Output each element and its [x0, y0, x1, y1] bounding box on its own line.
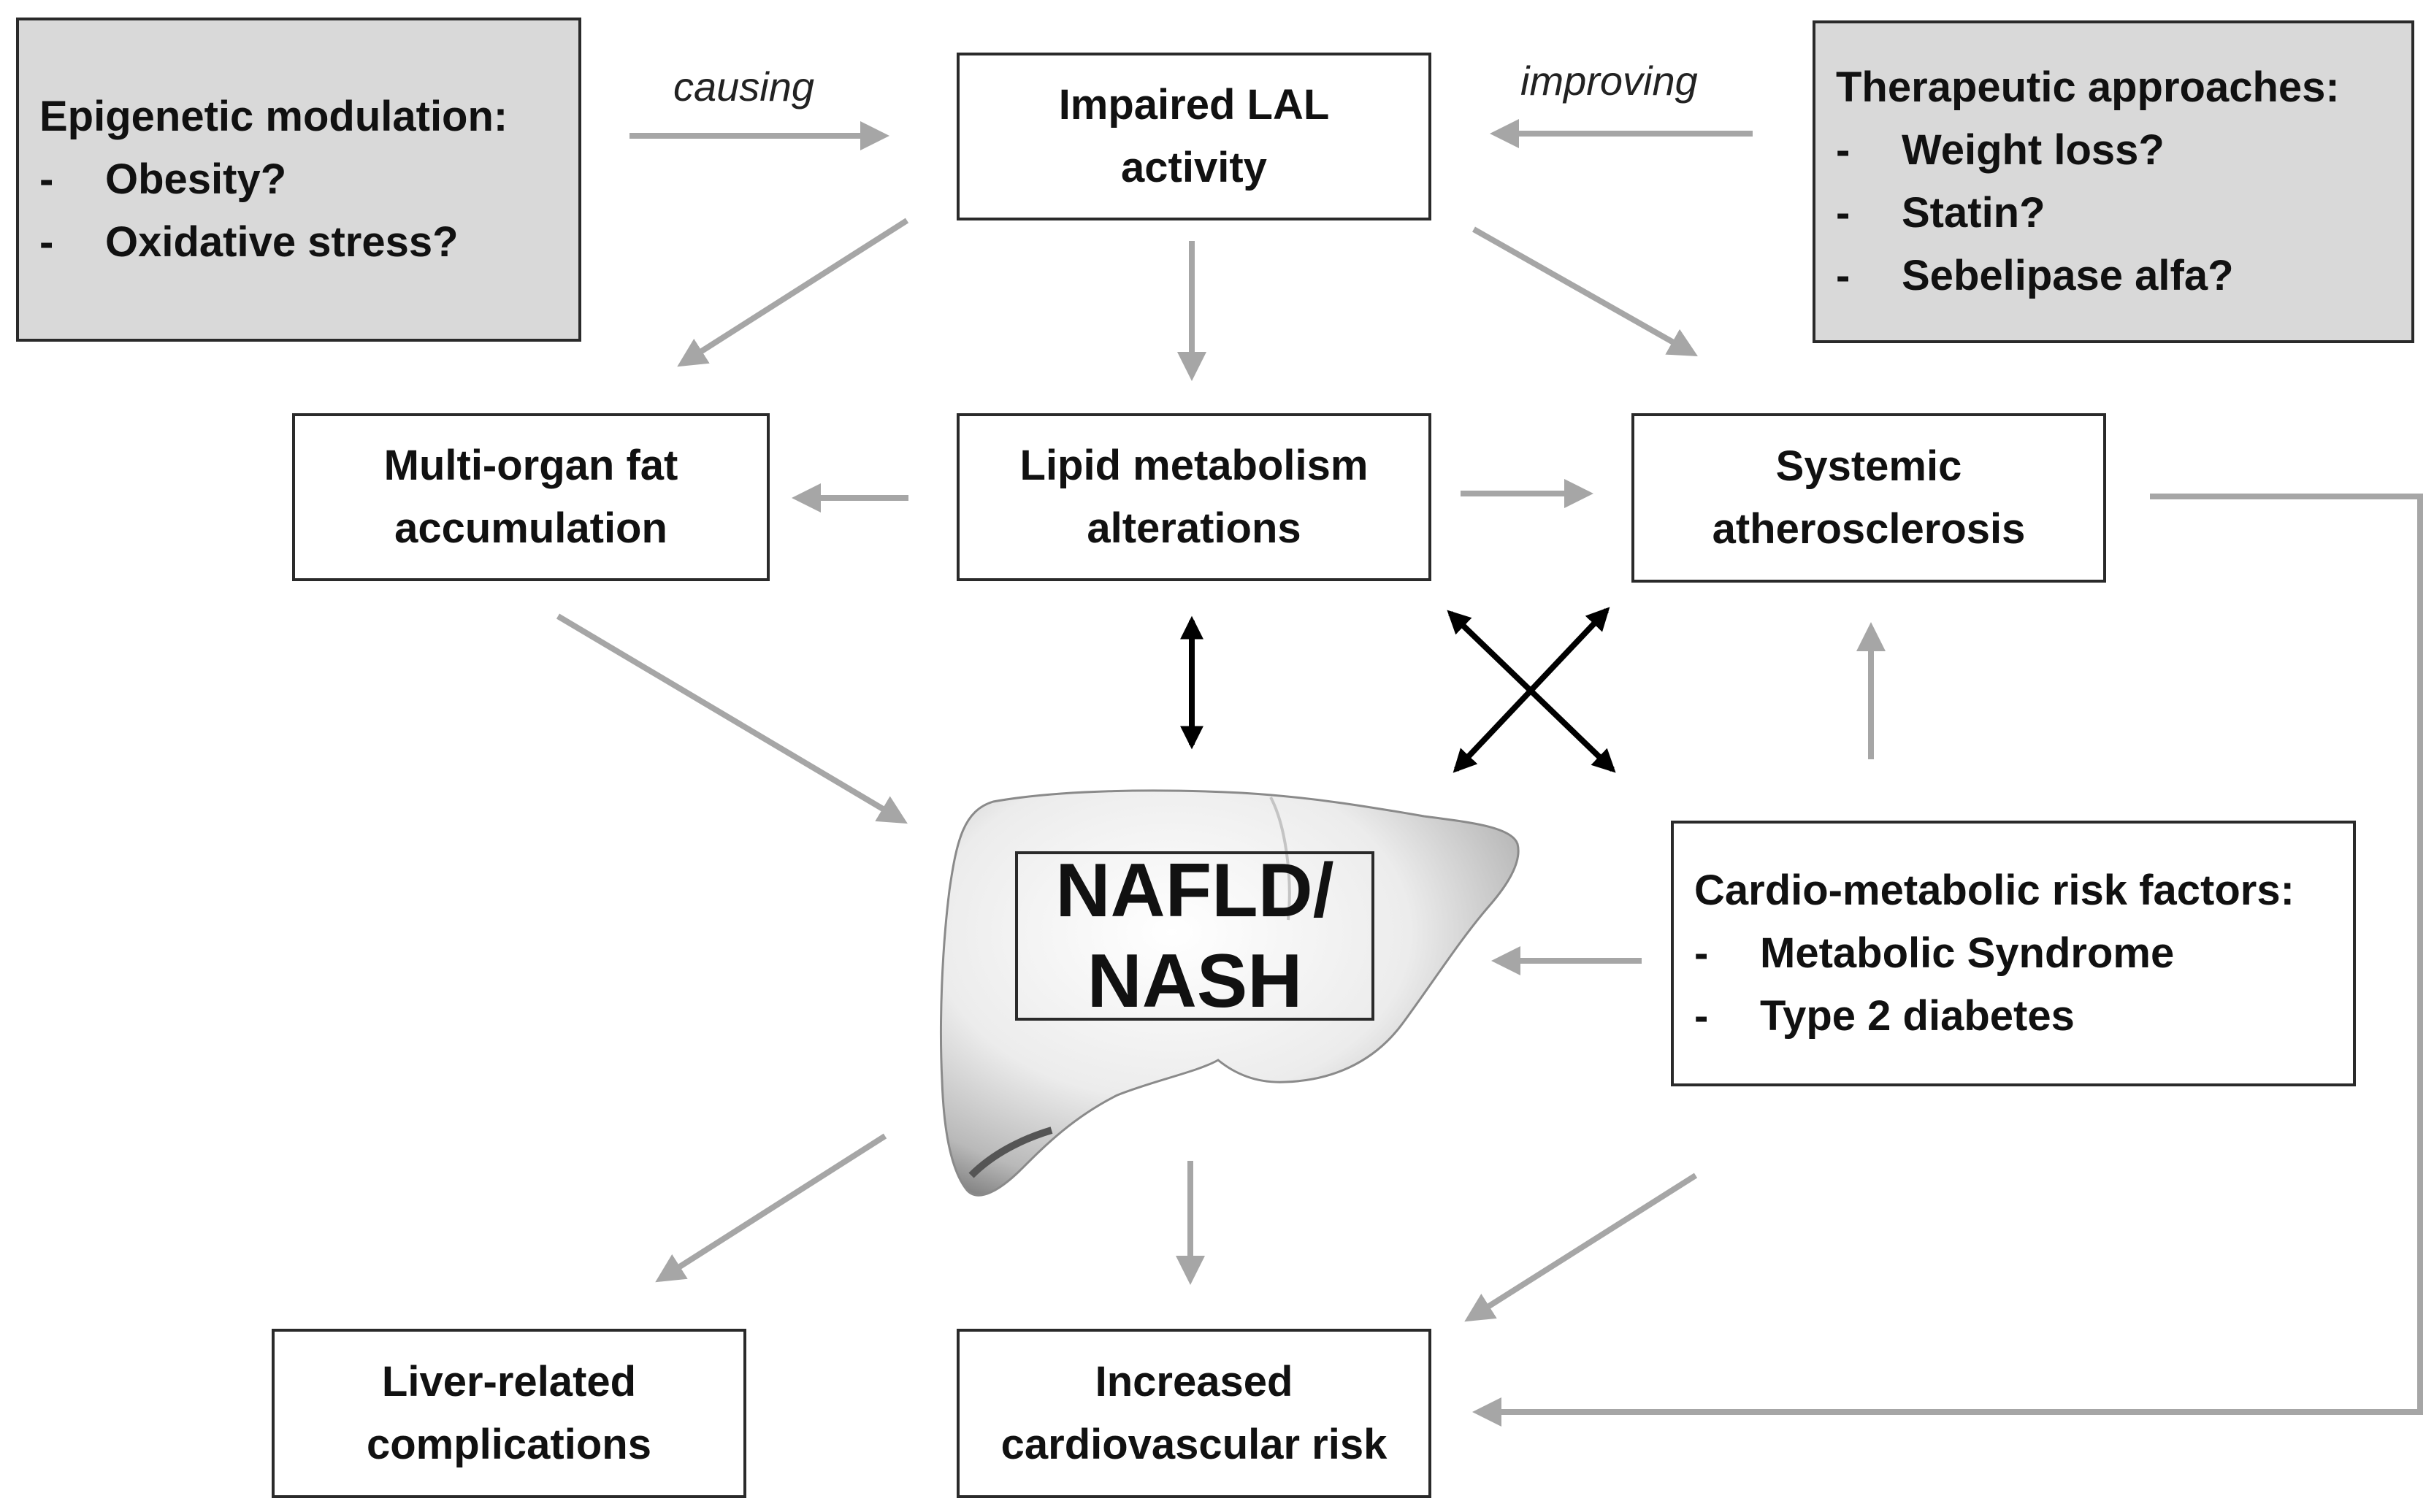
- nafld-nash-box: NAFLD/ NASH: [1015, 848, 1374, 1024]
- causing-label: causing: [673, 64, 815, 110]
- arrow-cardio-to-cardiovascular: [1464, 1173, 1698, 1322]
- impaired-lal-box: Impaired LAL activity: [957, 53, 1431, 220]
- multi-organ-fat-box: Multi-organ fat accumulation: [292, 413, 770, 581]
- improving-label: improving: [1520, 58, 1698, 104]
- arrow-systemic-to-cardiovascular: [1472, 494, 2423, 1427]
- arrow-nafld-to-liver: [655, 1133, 887, 1283]
- list-item: -Type 2 diabetes: [1694, 992, 2075, 1040]
- list-item: -Metabolic Syndrome: [1694, 929, 2175, 977]
- lipid-metabolism-box: Lipid metabolism alterations: [957, 413, 1431, 581]
- epigenetic-modulation-box: Epigenetic modulation: -Obesity? -Oxidat…: [16, 18, 581, 342]
- cardio-title: Cardio-metabolic risk factors:: [1694, 867, 2295, 914]
- arrow-multiorgan-to-nafld: [556, 613, 908, 824]
- liver-related-complications-box: Liver-related complications: [272, 1329, 746, 1498]
- therapeutic-approaches-box: Therapeutic approaches: -Weight loss? -S…: [1813, 20, 2414, 343]
- increased-cardiovascular-risk-box: Increased cardiovascular risk: [957, 1329, 1431, 1498]
- therapeutic-title: Therapeutic approaches:: [1836, 64, 2340, 111]
- cardio-metabolic-box: Cardio-metabolic risk factors: -Metaboli…: [1671, 821, 2356, 1086]
- systemic-atherosclerosis-box: Systemic atherosclerosis: [1631, 413, 2106, 583]
- list-item: -Oxidative stress?: [39, 218, 459, 266]
- list-item: -Obesity?: [39, 156, 287, 203]
- arrow-lal-to-systemic: [1472, 226, 1698, 356]
- list-item: -Statin?: [1836, 189, 2045, 237]
- epigenetic-title: Epigenetic modulation:: [39, 93, 508, 140]
- arrow-systemic-nafld-bidirectional: [1453, 607, 1610, 773]
- list-item: -Sebelipase alfa?: [1836, 252, 2234, 299]
- arrow-lal-to-multiorgan: [677, 218, 909, 367]
- list-item: -Weight loss?: [1836, 126, 2165, 174]
